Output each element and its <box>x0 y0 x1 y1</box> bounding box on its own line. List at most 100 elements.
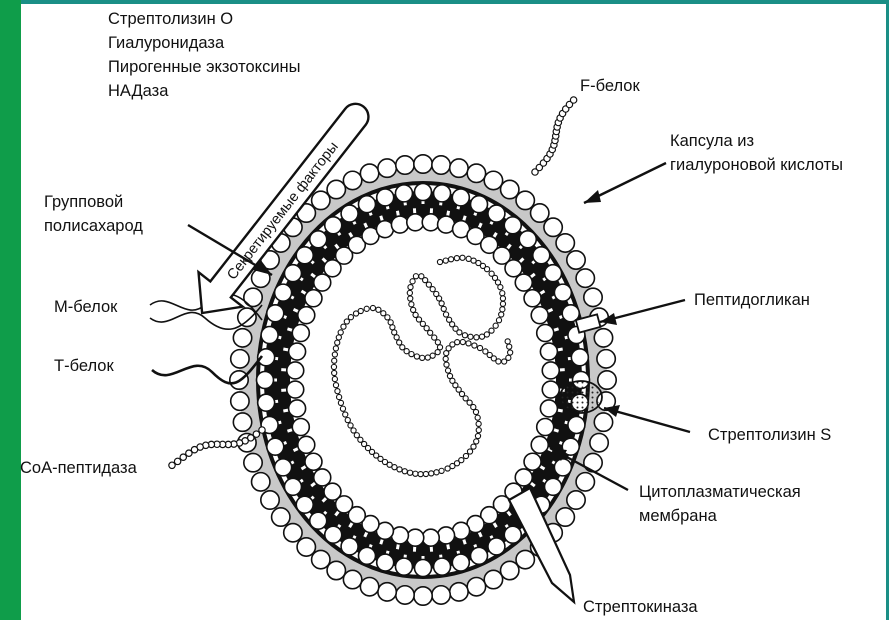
nucleoid-bead <box>413 312 418 317</box>
capsule-bead <box>594 413 612 431</box>
inner-lipid-head <box>298 436 315 453</box>
inner-lipid-head <box>515 469 532 486</box>
inner-lipid-head <box>531 307 548 324</box>
capsule-bead <box>272 508 290 526</box>
nucleoid-bead <box>332 370 337 375</box>
coa-peptidase-bead <box>169 462 175 468</box>
nucleoid-bead <box>385 315 390 320</box>
streptolysin-s-particle <box>560 381 602 413</box>
capsule-bead <box>312 191 330 209</box>
nucleoid-bead <box>505 339 510 344</box>
inner-lipid-head <box>505 260 522 277</box>
nucleoid-bead <box>420 355 425 360</box>
nucleoid-bead <box>500 291 505 296</box>
nucleoid-bead <box>408 285 413 290</box>
nucleoid-bead <box>414 354 419 359</box>
coa-peptidase-bead <box>186 450 192 456</box>
nucleoid-bead <box>467 400 472 405</box>
outer-lipid-head <box>395 185 412 202</box>
nucleoid-bead <box>408 296 413 301</box>
nucleoid-bead <box>507 344 512 349</box>
nucleoid-bead <box>404 349 409 354</box>
nucleoid-bead <box>472 343 477 348</box>
inner-lipid-head <box>422 214 439 231</box>
nucleoid-bead <box>489 328 494 333</box>
nucleoid-bead <box>407 290 412 295</box>
capsule-bead <box>414 155 432 173</box>
outer-lipid-head <box>296 247 313 264</box>
nucleoid-bead <box>484 267 489 272</box>
nucleoid-bead <box>348 315 353 320</box>
outer-lipid-head <box>341 205 358 222</box>
capsule-label-2: гиалуроновой кислоты <box>670 156 843 174</box>
outer-lipid-head <box>284 478 301 495</box>
nucleoid-bead <box>392 465 397 470</box>
nucleoid-bead <box>476 421 481 426</box>
inner-lipid-head <box>524 290 541 307</box>
outer-lipid-head <box>310 231 327 248</box>
nucleoid-bead <box>416 317 421 322</box>
capsule-bead <box>360 164 378 182</box>
nucleoid-bead <box>471 404 476 409</box>
nucleoid-bead <box>443 312 448 317</box>
capsule-bead <box>598 371 616 389</box>
inner-lipid-head <box>422 529 439 546</box>
nucleoid-bead <box>444 362 449 367</box>
nucleoid-bead <box>338 400 343 405</box>
capsule-bead <box>414 587 432 605</box>
m-protein-label: М-белок <box>54 298 118 316</box>
inner-lipid-head <box>438 527 455 544</box>
outer-lipid-head <box>488 538 505 555</box>
outer-lipid-head <box>258 394 275 411</box>
nucleoid-bead <box>493 323 498 328</box>
outer-lipid-head <box>275 459 292 476</box>
outer-lipid-head <box>341 538 358 555</box>
nucleoid-bead <box>426 282 431 287</box>
nucleoid-bead <box>498 285 503 290</box>
nucleoid-bead <box>496 318 501 323</box>
nucleoid-bead <box>435 340 440 345</box>
membrane-label-1: Цитоплазматическая <box>639 483 801 501</box>
group-polysaccharide-label-1: Групповой <box>44 193 123 211</box>
streptolysin-s-label: Стрептолизин S <box>708 426 831 444</box>
capsule-bead <box>531 204 549 222</box>
capsule-bead <box>432 586 450 604</box>
capsule-bead <box>590 434 608 452</box>
nucleoid-bead <box>475 433 480 438</box>
nucleoid-bead <box>432 335 437 340</box>
outer-lipid-head <box>545 478 562 495</box>
inner-lipid-head <box>305 453 322 470</box>
nucleoid-bead <box>392 330 397 335</box>
nucleoid-bead <box>332 358 337 363</box>
capsule-bead <box>252 473 270 491</box>
capsule-bead <box>378 583 396 601</box>
nucleoid-bead <box>471 444 476 449</box>
outer-lipid-head <box>554 459 571 476</box>
inner-lipid-head <box>540 343 557 360</box>
inner-lipid-head <box>292 419 309 436</box>
nucleoid-bead <box>331 364 336 369</box>
streptokinase-label: Стрептокиназа <box>583 598 698 616</box>
nucleoid-bead <box>400 345 405 350</box>
nucleoid-bead <box>337 394 342 399</box>
nucleoid-bead <box>474 335 479 340</box>
inner-lipid-head <box>540 400 557 417</box>
nucleoid-bead <box>445 368 450 373</box>
inner-lipid-head <box>391 216 408 233</box>
nucleoid-bead <box>467 449 472 454</box>
nucleoid-bead <box>460 339 465 344</box>
nucleoid-bead <box>477 345 482 350</box>
nucleoid-bead <box>460 255 465 260</box>
capsule-bead <box>450 583 468 601</box>
capsule-bead <box>233 329 251 347</box>
capsule-bead <box>343 171 361 189</box>
outer-lipid-head <box>571 349 588 366</box>
peptidoglycan-label: Пептидогликан <box>694 291 810 309</box>
inner-lipid-head <box>542 362 559 379</box>
capsule-bead <box>576 269 594 287</box>
nucleoid-bead <box>437 259 442 264</box>
outer-lipid-head <box>296 496 313 513</box>
nucleoid-bead <box>462 333 467 338</box>
capsule-bead <box>312 550 330 568</box>
outer-lipid-head <box>545 265 562 282</box>
